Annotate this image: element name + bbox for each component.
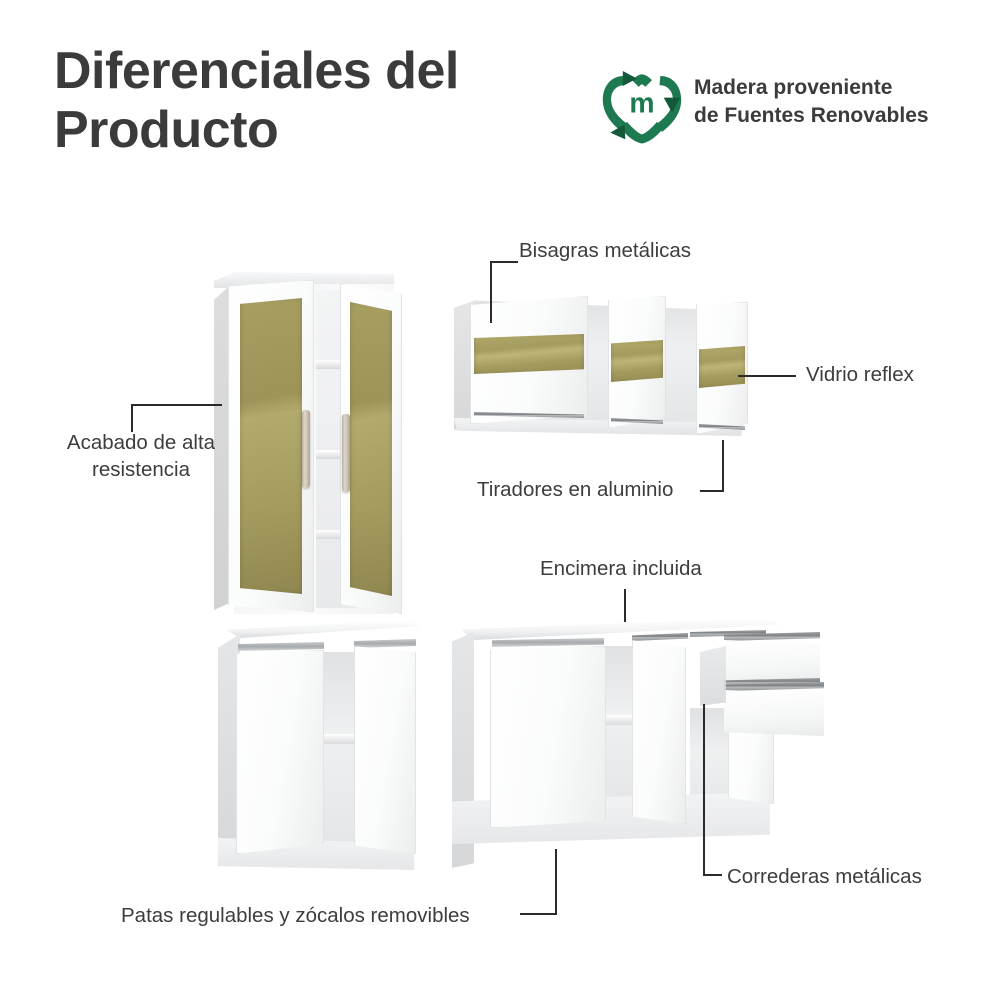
handle-vertical-aluminium[interactable] — [342, 414, 350, 492]
product-upper-wall-cabinet — [452, 290, 752, 450]
page-title: Diferenciales del Producto — [54, 42, 574, 161]
drawer-lower[interactable] — [724, 690, 824, 736]
handle-rail-aluminium[interactable] — [690, 630, 766, 637]
leader-line-correderas-vertical — [703, 704, 705, 875]
product-base-cabinet-large — [452, 600, 852, 880]
leader-line-acabado-vertical — [131, 404, 133, 432]
countertop — [226, 620, 420, 638]
handle-vertical-aluminium[interactable] — [302, 410, 310, 488]
handle-rail-aluminium[interactable] — [611, 418, 663, 424]
leader-line-bisagras-vertical — [490, 261, 492, 323]
cabinet-shelf — [316, 530, 358, 539]
callout-label-patas: Patas regulables y zócalos removibles — [121, 904, 470, 927]
glass-panel-reflex — [611, 340, 663, 382]
leader-line-tiradores-horizontal — [700, 490, 724, 492]
product-tall-glass-cabinet — [208, 262, 408, 622]
callout-label-tiradores: Tiradores en aluminio — [477, 478, 674, 501]
leader-line-encimera — [624, 589, 626, 622]
cabinet-shelf — [316, 450, 358, 459]
leader-line-acabado-horizontal — [131, 404, 222, 406]
glass-panel-reflex — [699, 346, 745, 388]
page-title-line-2: Producto — [54, 101, 279, 160]
drawer-slide-metal — [724, 678, 820, 686]
cabinet-bottom-panel — [454, 418, 744, 436]
recycling-heart-logo-icon: m — [600, 66, 684, 146]
cabinet-shelf — [320, 734, 360, 744]
page-title-line-1: Diferenciales del — [54, 42, 459, 100]
leader-line-tiradores-vertical — [722, 440, 724, 490]
handle-rail-aluminium[interactable] — [354, 639, 416, 648]
cabinet-door-1[interactable] — [490, 646, 606, 828]
product-base-cabinet-small — [210, 612, 435, 872]
handle-rail-aluminium[interactable] — [474, 412, 584, 418]
drawer-upper[interactable] — [724, 640, 820, 684]
glass-panel-reflex — [240, 298, 302, 594]
handle-rail-aluminium[interactable] — [632, 633, 688, 641]
glass-panel-reflex — [474, 334, 584, 374]
badge-text-line-2: de Fuentes Renovables — [694, 103, 929, 127]
handle-rail-aluminium[interactable] — [492, 638, 604, 647]
sustainable-wood-badge: m Madera proveniente de Fuentes Renovabl… — [600, 62, 972, 148]
drawer-slide-metal — [724, 682, 824, 691]
cabinet-interior — [322, 652, 358, 852]
leader-line-correderas-horizontal — [703, 874, 722, 876]
callout-label-acabado: Acabado de alta resistencia — [66, 431, 216, 481]
cabinet-shelf — [316, 360, 358, 369]
cabinet-door-right[interactable] — [354, 646, 416, 854]
cabinet-door-left[interactable] — [236, 650, 324, 854]
logo-monogram: m — [629, 88, 654, 120]
badge-text-line-1: Madera proveniente — [694, 76, 893, 99]
leader-line-bisagras-horizontal — [490, 261, 518, 263]
callout-label-bisagras: Bisagras metálicas — [519, 239, 692, 262]
leader-line-patas-horizontal — [520, 913, 557, 915]
cabinet-left-side-panel — [218, 634, 240, 866]
drawer-front-lower[interactable] — [728, 726, 774, 804]
cabinet-door-2[interactable] — [632, 640, 686, 824]
callout-label-encimera: Encimera incluida — [540, 557, 702, 580]
cabinet-shelf — [602, 715, 640, 725]
callout-label-vidrio: Vidrio reflex — [806, 363, 914, 386]
leader-line-vidrio — [738, 375, 796, 377]
handle-rail-aluminium[interactable] — [238, 642, 324, 651]
badge-text: Madera proveniente de Fuentes Renovables — [694, 74, 974, 130]
leader-line-patas-vertical — [555, 849, 557, 913]
drawer-bank-side-panel — [700, 646, 726, 706]
handle-rail-aluminium[interactable] — [699, 424, 745, 430]
drawer-slide-metal — [724, 632, 820, 641]
callout-label-correderas: Correderas metálicas — [727, 865, 922, 888]
glass-panel-reflex — [350, 302, 392, 596]
